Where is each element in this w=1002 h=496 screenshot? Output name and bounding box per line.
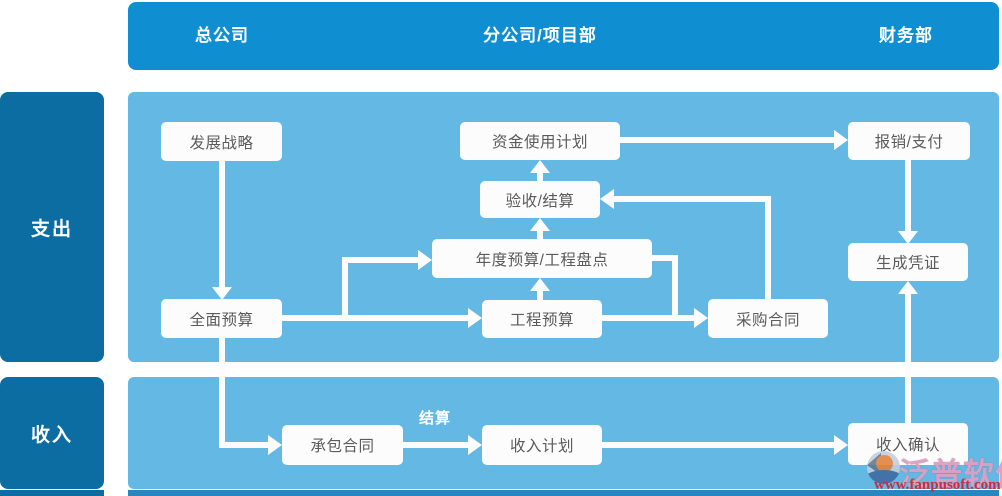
column-header-finance-dept: 财务部	[879, 26, 933, 45]
connector-procurement-to-acceptance-shaft	[614, 196, 771, 202]
node-contracting-contract: 承包合同	[282, 425, 403, 465]
connector-strategy-to-budget-arrowhead	[212, 287, 232, 300]
connector-annual-to-acceptance-arrowhead	[530, 218, 550, 231]
node-income-confirmation: 收入确认	[848, 423, 968, 465]
edge-label-settlement: 结算	[418, 410, 451, 427]
node-project-budget: 工程预算	[482, 300, 602, 338]
connector-fundplan-to-reimbursement-shaft	[620, 137, 834, 143]
connector-projectbudget-to-annual-arrowhead	[530, 278, 550, 291]
connector-projectbudget-to-annual-shaft	[537, 291, 543, 300]
connector-budget-to-annual-arrowhead	[418, 250, 432, 270]
connector-reimbursement-to-voucher-shaft	[905, 160, 911, 231]
connector-contract-to-incomeplan-arrowhead	[468, 435, 482, 455]
connector-procurement-to-acceptance-arrowhead	[600, 189, 614, 209]
node-fund-use-plan: 资金使用计划	[460, 122, 620, 160]
connector-incomeplan-to-confirmation-shaft	[602, 442, 834, 448]
lane-label-income: 收入	[0, 377, 104, 489]
connector-confirmation-to-voucher-riser	[905, 294, 911, 423]
connector-reimbursement-to-voucher-arrowhead	[898, 231, 918, 244]
bottom-strip-panel	[128, 490, 999, 496]
node-development-strategy: 发展战略	[161, 122, 282, 161]
connector-confirmation-to-voucher-arrowhead	[898, 281, 918, 294]
connector-budget-to-projectbudget-arrowhead	[468, 308, 482, 328]
watermark-url-text: www.fanpusoft.com	[874, 477, 1001, 493]
node-acceptance-settlement: 验收/结算	[480, 181, 600, 218]
node-reimbursement-payment: 报销/支付	[848, 122, 970, 160]
connector-budget-to-annual-riser	[342, 257, 348, 321]
connector-fundplan-to-reimbursement-arrowhead	[834, 130, 848, 150]
connector-annual-to-procurement-stub	[652, 255, 678, 261]
connector-projectbudget-to-procurement-arrowhead	[694, 308, 708, 328]
connector-budget-to-contract-arrowhead	[268, 435, 282, 455]
fanpu-logo-wave-shape	[867, 470, 900, 484]
fanpu-logo-icon	[867, 451, 900, 484]
connector-incomeplan-to-confirmation-arrowhead	[834, 435, 848, 455]
connector-strategy-to-budget-shaft	[219, 161, 225, 287]
connector-procurement-to-acceptance-riser	[765, 199, 771, 299]
fanpu-logo-sun-shape	[876, 455, 893, 472]
node-income-plan: 收入计划	[482, 425, 602, 465]
connector-annual-to-acceptance-shaft	[537, 230, 543, 239]
watermark-brand-text: 泛普软件	[899, 457, 1002, 492]
connector-annual-to-procurement-riser	[672, 255, 678, 321]
node-annual-budget-inventory: 年度预算/工程盘点	[432, 239, 652, 278]
connector-contract-to-incomeplan-shaft	[403, 442, 468, 448]
connector-budget-to-annual-shaft	[342, 257, 420, 263]
node-comprehensive-budget: 全面预算	[161, 299, 282, 338]
connector-budget-to-contract-shaft	[219, 442, 268, 448]
connector-budget-to-contract-riser	[219, 338, 225, 448]
column-header-branch-project: 分公司/项目部	[483, 26, 597, 45]
connector-budget-to-projectbudget-shaft	[282, 315, 468, 321]
connector-acceptance-to-fundplan-shaft	[537, 172, 543, 181]
column-header-bar: 总公司 分公司/项目部 财务部	[128, 2, 999, 70]
connector-projectbudget-to-procurement-shaft	[602, 315, 694, 321]
bottom-strip-lane	[0, 490, 104, 496]
column-header-head-office: 总公司	[195, 26, 249, 45]
node-generate-voucher: 生成凭证	[848, 243, 968, 281]
node-procurement-contract: 采购合同	[708, 299, 828, 338]
lane-label-expense: 支出	[0, 92, 104, 362]
connector-acceptance-to-fundplan-arrowhead	[530, 160, 550, 173]
